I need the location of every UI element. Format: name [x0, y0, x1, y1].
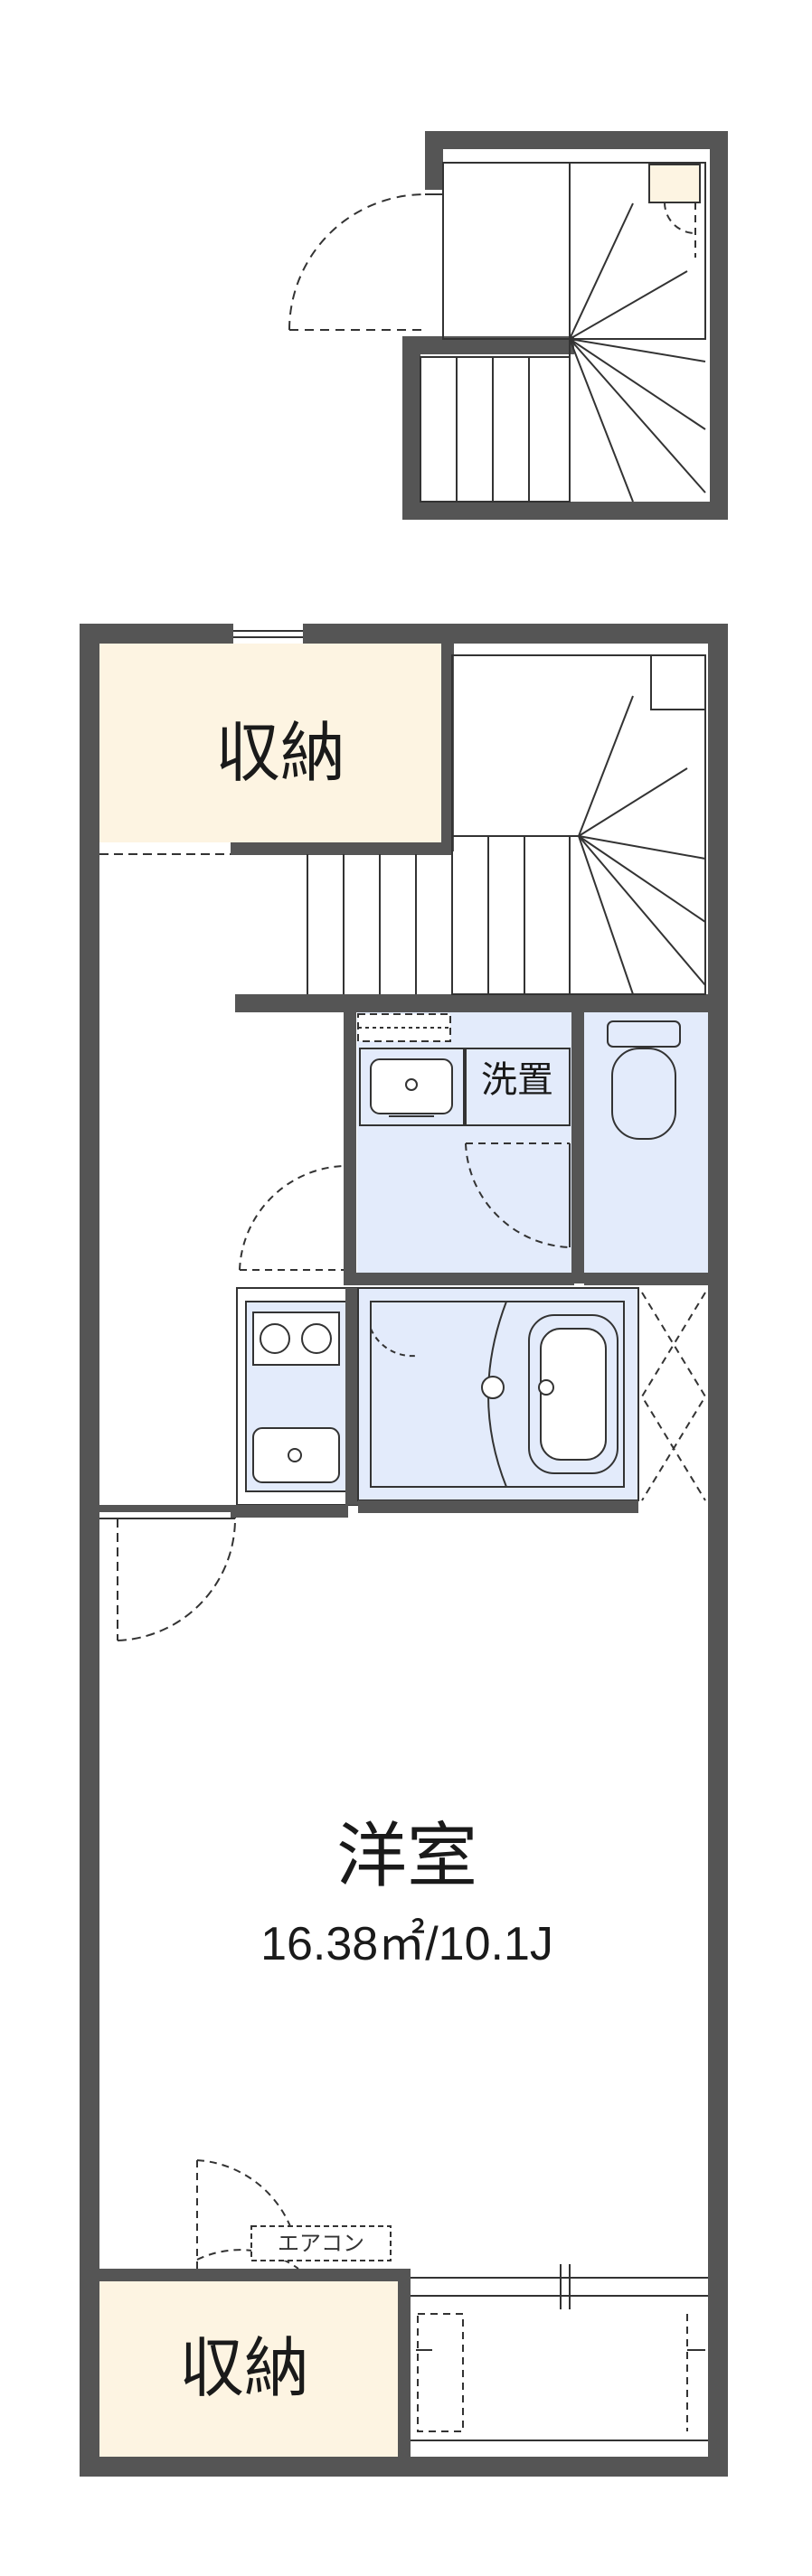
loft-small-box	[648, 164, 701, 203]
wash-basin	[359, 1048, 465, 1126]
wall-top-left	[80, 624, 233, 644]
wall-right	[708, 624, 728, 2477]
loft-wall-right	[710, 131, 728, 520]
lower-storage	[99, 2281, 398, 2457]
upper-storage-label: 収納	[215, 715, 345, 791]
washer-space-label: 洗置	[481, 1059, 553, 1101]
kitchen-counter	[245, 1301, 348, 1492]
washer-space	[465, 1048, 571, 1126]
western-room-label: 洋室	[336, 1816, 477, 1897]
loft-wall-top	[425, 131, 728, 149]
stair-ledge-wall	[235, 994, 728, 1012]
loft-small-box-door	[664, 202, 696, 234]
lower-storage-label: 収納	[179, 2330, 309, 2406]
main-stairs	[307, 654, 706, 995]
upper-storage	[99, 644, 443, 842]
loft-stairs	[420, 202, 706, 503]
main-unit: 収納	[80, 624, 728, 2477]
room-door-swing	[117, 1518, 236, 1641]
western-room-area: 16.38㎡/10.1J	[260, 1917, 553, 1970]
wall-left	[80, 624, 99, 2477]
loft-area	[288, 131, 728, 520]
lower-storage-door	[196, 2249, 299, 2270]
loft-hatch-door	[288, 193, 426, 331]
loft-wall-left-lower	[402, 336, 420, 517]
loft-wall-left-upper	[425, 131, 443, 190]
top-window	[233, 630, 303, 638]
wall-top-right	[303, 624, 728, 644]
loft-wall-step	[402, 336, 574, 354]
wall-bottom	[80, 2457, 728, 2477]
balcony-window	[411, 2264, 708, 2441]
air-conditioner-label: エアコン	[278, 2231, 364, 2256]
air-conditioner	[250, 2225, 392, 2261]
bathtub	[370, 1301, 625, 1488]
loft-wall-bottom	[402, 502, 728, 520]
bath-folding-door	[640, 1292, 707, 1501]
hall-door-swing	[239, 1165, 345, 1271]
toilet	[607, 1020, 681, 1140]
washroom-door-swing	[465, 1142, 571, 1248]
